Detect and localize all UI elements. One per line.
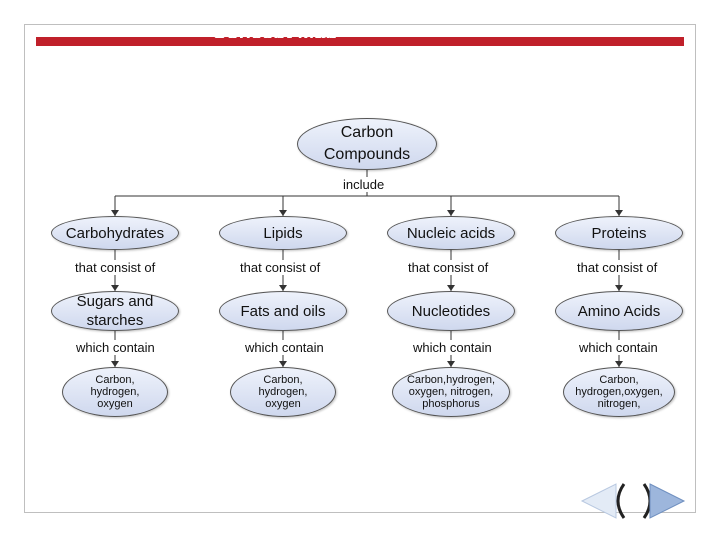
back-arrow-icon[interactable] xyxy=(580,483,626,519)
slide-title: Concept Map xyxy=(212,22,338,38)
elements-node: Carbon, hydrogen,oxygen, nitrogen, xyxy=(563,367,675,417)
root-connector-label: include xyxy=(341,177,387,192)
link-label: that consist of xyxy=(75,260,156,275)
category-label: Proteins xyxy=(591,224,647,242)
link-label: that consist of xyxy=(408,260,489,275)
component-node-nucleotides: Nucleotides xyxy=(387,291,515,331)
component-node-fats: Fats and oils xyxy=(219,291,347,331)
component-node-sugars: Sugars and starches xyxy=(51,291,179,331)
category-label: Lipids xyxy=(263,224,303,242)
elements-node: Carbon,hydrogen, oxygen, nitrogen, phosp… xyxy=(392,367,510,417)
component-label: Sugars and starches xyxy=(76,293,154,329)
link-label: which contain xyxy=(413,340,492,355)
slide-frame xyxy=(24,24,696,513)
category-node-carbohydrates: Carbohydrates xyxy=(51,216,179,250)
forward-arrow-icon[interactable] xyxy=(642,483,686,519)
elements-node: Carbon, hydrogen, oxygen xyxy=(230,367,336,417)
title-bar xyxy=(36,37,684,46)
elements-label: Carbon,hydrogen, oxygen, nitrogen, phosp… xyxy=(406,374,496,410)
elements-label: Carbon, hydrogen, oxygen xyxy=(258,374,308,410)
link-label: which contain xyxy=(579,340,658,355)
slide-navigation xyxy=(580,483,686,519)
component-label: Fats and oils xyxy=(240,302,326,320)
elements-label: Carbon, hydrogen, oxygen xyxy=(90,374,140,410)
link-label: that consist of xyxy=(577,260,658,275)
link-label: which contain xyxy=(245,340,324,355)
component-node-amino-acids: Amino Acids xyxy=(555,291,683,331)
root-label: Carbon Compounds xyxy=(323,124,411,163)
root-node: Carbon Compounds xyxy=(297,118,437,170)
link-label: that consist of xyxy=(240,260,321,275)
component-label: Amino Acids xyxy=(577,302,661,320)
category-node-nucleic-acids: Nucleic acids xyxy=(387,216,515,250)
category-label: Nucleic acids xyxy=(406,224,496,242)
category-label: Carbohydrates xyxy=(65,224,165,242)
category-node-proteins: Proteins xyxy=(555,216,683,250)
link-label: which contain xyxy=(76,340,155,355)
elements-node: Carbon, hydrogen, oxygen xyxy=(62,367,168,417)
category-node-lipids: Lipids xyxy=(219,216,347,250)
elements-label: Carbon, hydrogen,oxygen, nitrogen, xyxy=(575,374,663,410)
component-label: Nucleotides xyxy=(411,302,491,320)
